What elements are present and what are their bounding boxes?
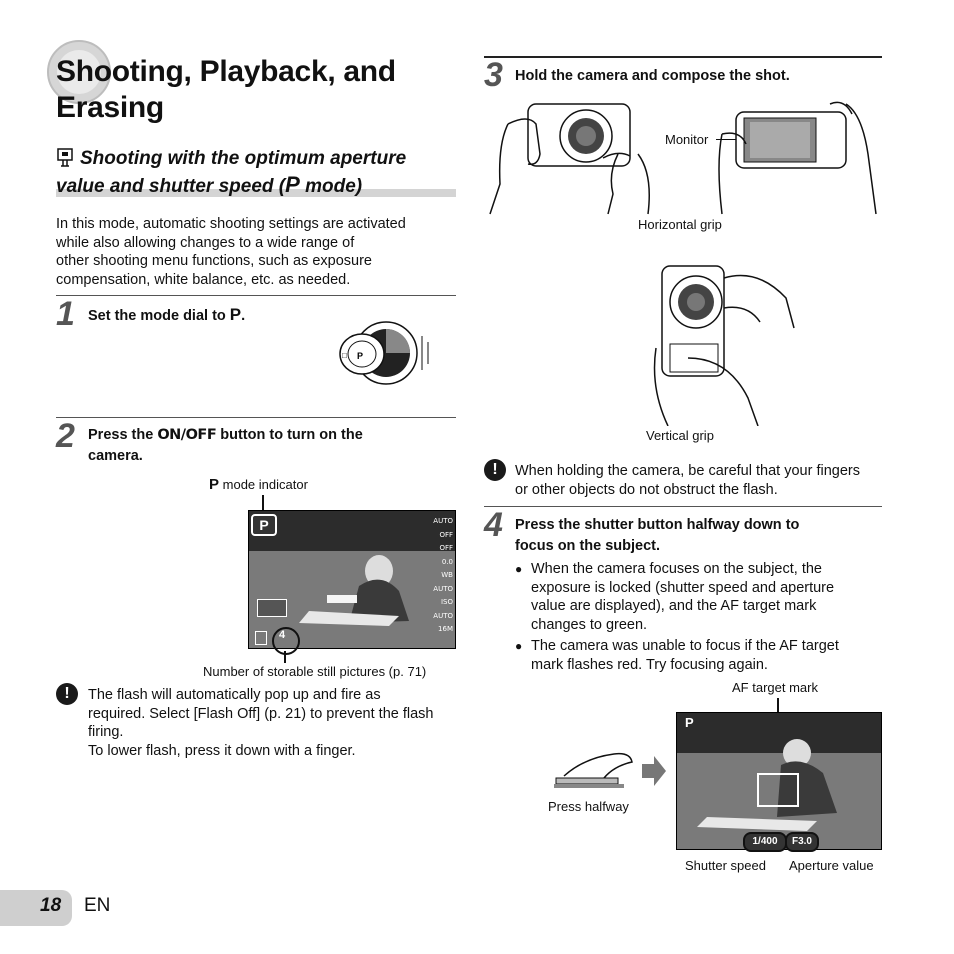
note-line: To lower flash, press it down with a fin… (88, 742, 356, 759)
camera-mode-icon (56, 146, 76, 173)
exposure-comp-icon: 0.0 (441, 557, 453, 566)
list-item: ● When the camera focuses on the subject… (515, 560, 885, 634)
step2-instruction: Press the ON/OFF button to turn on the c… (88, 425, 448, 467)
step2-text-c: camera. (88, 448, 143, 464)
af-screen: P 1/400 F3.0 (676, 712, 882, 852)
heading-text-b: mode) (299, 176, 363, 197)
intro-paragraph: In this mode, automatic shooting setting… (56, 215, 456, 289)
bullet-line: The camera was unable to focus if the AF… (531, 638, 839, 654)
af-target-mark (757, 773, 799, 807)
bullet-line: mark flashes red. Try focusing again. (531, 656, 768, 673)
note-line: or other objects do not obstruct the fla… (515, 481, 778, 498)
caution-icon: ! (56, 683, 78, 705)
list-item: ● The camera was unable to focus if the … (515, 637, 885, 674)
bullet-list: ● When the camera focuses on the subject… (515, 560, 885, 674)
bullet-line: changes to green. (531, 616, 648, 633)
vertical-grip-label: Vertical grip (646, 428, 714, 443)
step4-line: Press the shutter button halfway down to (515, 517, 800, 533)
lcd-battery-icon (257, 599, 287, 617)
count-highlight-circle (272, 627, 300, 655)
self-timer-off-icon: OFF (439, 544, 453, 552)
note-line: The flash will automatically pop up and … (88, 687, 381, 703)
vertical-grip-illustration (648, 258, 798, 431)
caution-icon: ! (484, 459, 506, 481)
flash-note: The flash will automatically pop up and … (88, 686, 468, 760)
section-heading-line2: value and shutter speed (P mode) (56, 172, 456, 200)
lcd-screen: P AUTO OFF OFF 0.0 WB AUTO ISO AUTO 16M … (248, 510, 456, 649)
bullet-line: value are displayed), and the AF target … (531, 598, 817, 614)
callout-line (262, 495, 264, 513)
svg-text:P: P (357, 351, 363, 361)
divider (56, 295, 456, 296)
subhead-underline (56, 189, 456, 197)
divider (56, 417, 456, 418)
intro-line: In this mode, automatic shooting setting… (56, 216, 406, 232)
heading-p-letter: P (285, 172, 300, 197)
step1-text-end: . (241, 308, 246, 324)
image-size-icon: 16M (438, 625, 453, 633)
macro-off-icon: OFF (439, 530, 453, 539)
wb-auto-icon: WB AUTO (433, 571, 453, 593)
svg-text:□: □ (342, 351, 347, 360)
mode-indicator-label: P mode indicator (209, 476, 308, 493)
mode-indicator-p: P (209, 476, 220, 493)
note-line: required. Select [Flash Off] (p. 21) to … (88, 705, 434, 722)
shutter-speed-value: 1/400 (743, 832, 787, 852)
af-target-label: AF target mark (732, 680, 818, 695)
page-title: Shooting, Playback, and Erasing (56, 55, 396, 124)
step2-text-b: button to turn on the (216, 427, 363, 443)
mode-indicator-text: mode indicator (222, 477, 308, 492)
callout-line (284, 651, 286, 663)
step2-text: Press the (88, 427, 158, 443)
shutter-press-illustration (554, 746, 638, 799)
step1-text: Set the mode dial to (88, 308, 230, 324)
flash-auto-icon: AUTO (433, 517, 453, 525)
page-number-tab (0, 890, 72, 926)
intro-line: compensation, white balance, etc. as nee… (56, 271, 351, 288)
bullet-line: exposure is locked (shutter speed and ap… (531, 579, 835, 596)
shutter-speed-label: Shutter speed (685, 858, 766, 873)
lcd-right-icons: AUTO OFF OFF 0.0 WB AUTO ISO AUTO 16M (429, 515, 453, 637)
section-heading-line1: Shooting with the optimum aperture (80, 148, 407, 169)
bullet-line: When the camera focuses on the subject, … (531, 561, 822, 577)
step4-line: focus on the subject. (515, 538, 661, 554)
note-line: firing. (88, 724, 124, 740)
divider (484, 56, 882, 58)
step-number: 3 (484, 56, 503, 94)
horizontal-grip-label: Horizontal grip (638, 217, 722, 232)
af-mode-p: P (685, 715, 694, 730)
language-code: EN (84, 895, 111, 916)
divider (484, 506, 882, 507)
step-number: 4 (484, 506, 503, 544)
step3-instruction: Hold the camera and compose the shot. (515, 68, 790, 84)
heading-text-a: value and shutter speed ( (56, 176, 286, 197)
page-number: 18 (40, 895, 62, 916)
intro-line: while also allowing changes to a wide ra… (56, 234, 355, 251)
intro-line: other shooting menu functions, such as e… (56, 253, 372, 269)
lcd-memory-icon (255, 631, 267, 645)
step-number: 1 (56, 295, 75, 333)
step-number: 2 (56, 417, 75, 455)
note-line: When holding the camera, be careful that… (515, 463, 860, 479)
arrow-right-icon (642, 756, 666, 791)
bullet-dot-icon: ● (515, 562, 523, 576)
grip-note: When holding the camera, be careful that… (515, 462, 895, 499)
lcd-mode-p: P (251, 514, 277, 536)
monitor-label: Monitor (665, 132, 709, 147)
title-decoration-inner (57, 50, 101, 94)
section-heading: Shooting with the optimum aperture value… (56, 146, 456, 200)
horizontal-grip-back-illustration (712, 94, 882, 221)
count-caption: Number of storable still pictures (p. 71… (203, 664, 427, 679)
step1-p-letter: P (229, 305, 242, 324)
press-halfway-label: Press halfway (548, 799, 629, 814)
onoff-label: ON/OFF (157, 427, 217, 443)
iso-auto-icon: ISO AUTO (433, 598, 453, 620)
aperture-value-label: Aperture value (789, 858, 874, 873)
step4-instruction: Press the shutter button halfway down to… (515, 515, 885, 557)
mode-dial-icon: P □ (334, 320, 446, 391)
aperture-value: F3.0 (785, 832, 819, 852)
bullet-dot-icon: ● (515, 639, 523, 653)
horizontal-grip-front-illustration (488, 94, 658, 221)
step1-instruction: Set the mode dial to P. (88, 304, 448, 327)
